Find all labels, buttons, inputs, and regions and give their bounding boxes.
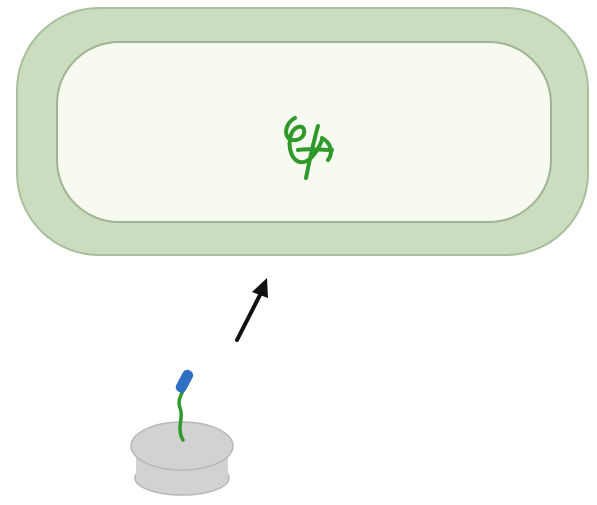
dna-strand-path-4 bbox=[320, 136, 333, 162]
injection-arrow bbox=[235, 278, 268, 342]
microinjection-device bbox=[130, 369, 234, 496]
arrow-head bbox=[252, 278, 268, 298]
dna-strand-path-3 bbox=[296, 147, 334, 152]
dna-squiggle-icon bbox=[284, 116, 334, 180]
device-strand bbox=[177, 386, 186, 442]
device-base-upper bbox=[130, 421, 234, 471]
device-tip bbox=[175, 369, 194, 393]
arrow-shaft bbox=[235, 289, 264, 342]
